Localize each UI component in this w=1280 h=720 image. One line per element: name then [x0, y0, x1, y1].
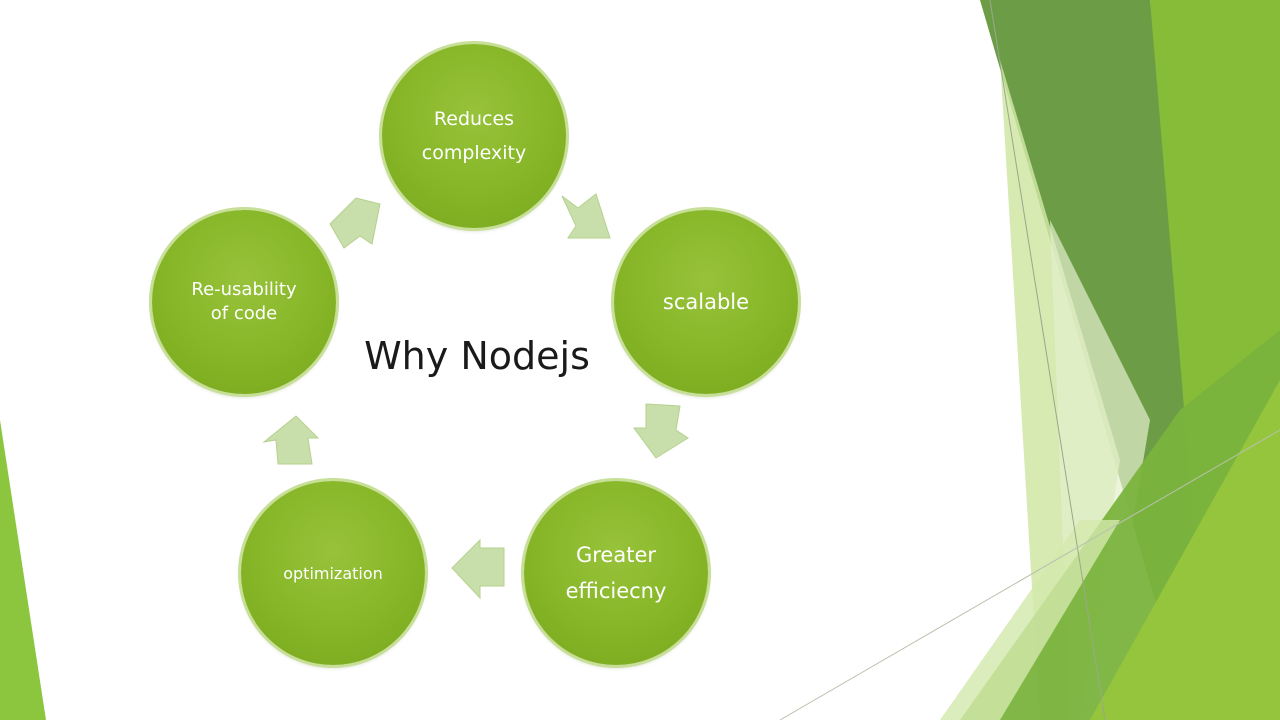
thin-line-vertical	[989, 0, 1106, 720]
arrow-reuse-to-reduces-icon	[329, 197, 381, 249]
arrow-optimization-to-reuse-icon	[262, 415, 320, 465]
arrow-scalable-to-greater-icon	[633, 403, 689, 459]
arrow-greater-to-optimization-icon	[451, 538, 505, 600]
node-label-line: efficiecny	[565, 579, 667, 603]
node-reduces-complexity: Reduces complexity	[382, 44, 566, 228]
node-label-line: Re-usability	[191, 279, 297, 300]
arrow-reduces-to-scalable-icon	[561, 193, 611, 239]
node-label-line: optimization	[283, 563, 383, 583]
bottom-facet-pale	[940, 520, 1120, 720]
diagram-title: Why Nodejs	[364, 334, 590, 378]
node-reusability-of-code: Re-usability of code	[152, 210, 336, 394]
thin-line-diagonal	[779, 429, 1280, 720]
node-label-line: of code	[210, 303, 278, 324]
node-label-line: complexity	[421, 142, 527, 164]
node-scalable: scalable	[614, 210, 798, 394]
bottom-facet-light	[1090, 380, 1280, 720]
left-edge-accent	[0, 420, 46, 720]
node-label-line: scalable	[662, 290, 750, 314]
node-label-line: Greater	[575, 543, 657, 567]
node-optimization: optimization	[241, 481, 425, 665]
node-greater-efficiency: Greater efficiecny	[524, 481, 708, 665]
node-label-line: Reduces	[433, 108, 515, 130]
